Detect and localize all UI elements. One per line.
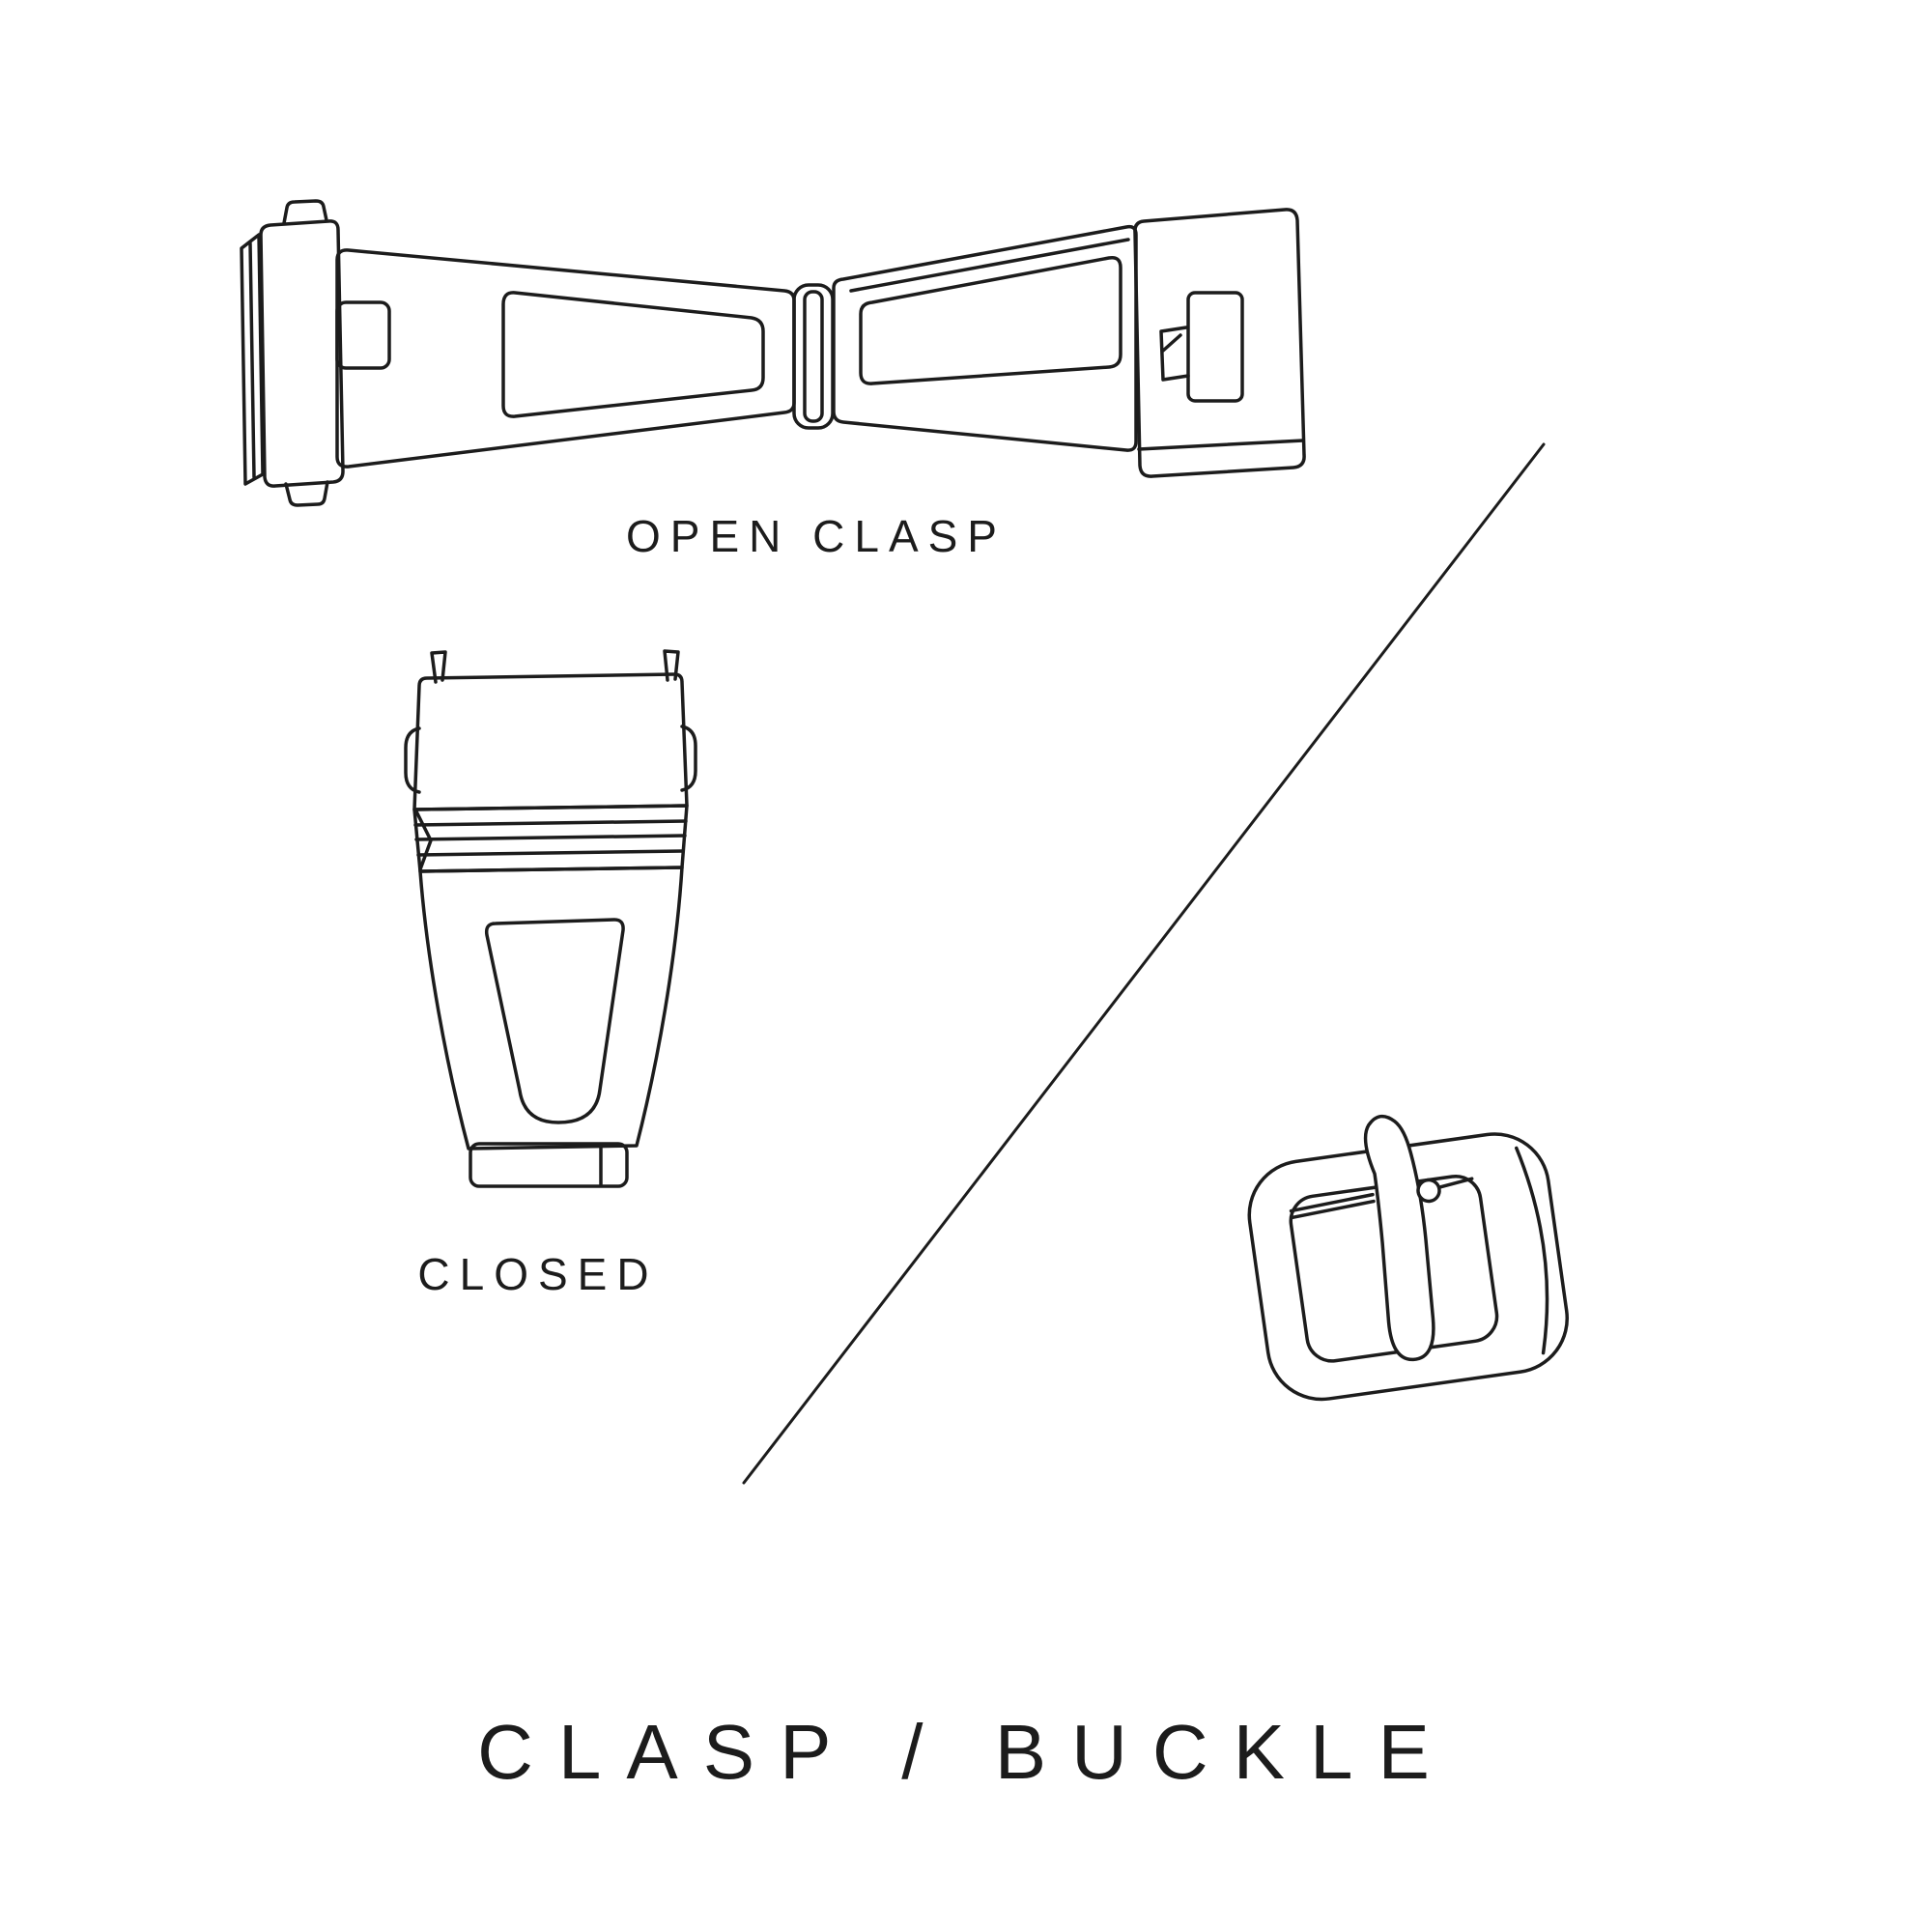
open-clasp-label: OPEN CLASP — [626, 511, 1007, 561]
closed-clasp-prongs — [430, 649, 680, 684]
page-title: CLASP / BUCKLE — [477, 1709, 1455, 1795]
buckle-tongue-loop-ring — [1416, 1178, 1441, 1204]
open-clasp-right-end-plate — [1133, 208, 1306, 478]
open-clasp-illustration — [240, 199, 1306, 507]
buckle-pin-bar — [1289, 1192, 1376, 1220]
open-clasp-right-arm — [832, 224, 1138, 452]
buckle-tongue — [1363, 1114, 1435, 1362]
closed-clasp-illustration — [404, 649, 697, 1188]
closed-clasp-band-section — [412, 804, 689, 873]
buckle-pin-bar-right-stub — [1438, 1177, 1474, 1189]
closed-clasp-label: CLOSED — [417, 1249, 659, 1299]
closed-clasp-foot — [469, 1142, 629, 1188]
buckle-illustration — [1247, 1114, 1569, 1402]
divider-line — [742, 442, 1546, 1485]
open-clasp-center-hinge — [792, 283, 835, 430]
closed-clasp-body — [418, 866, 684, 1151]
open-clasp-left-end-block — [240, 199, 345, 507]
closed-clasp-top-plate — [404, 672, 697, 811]
